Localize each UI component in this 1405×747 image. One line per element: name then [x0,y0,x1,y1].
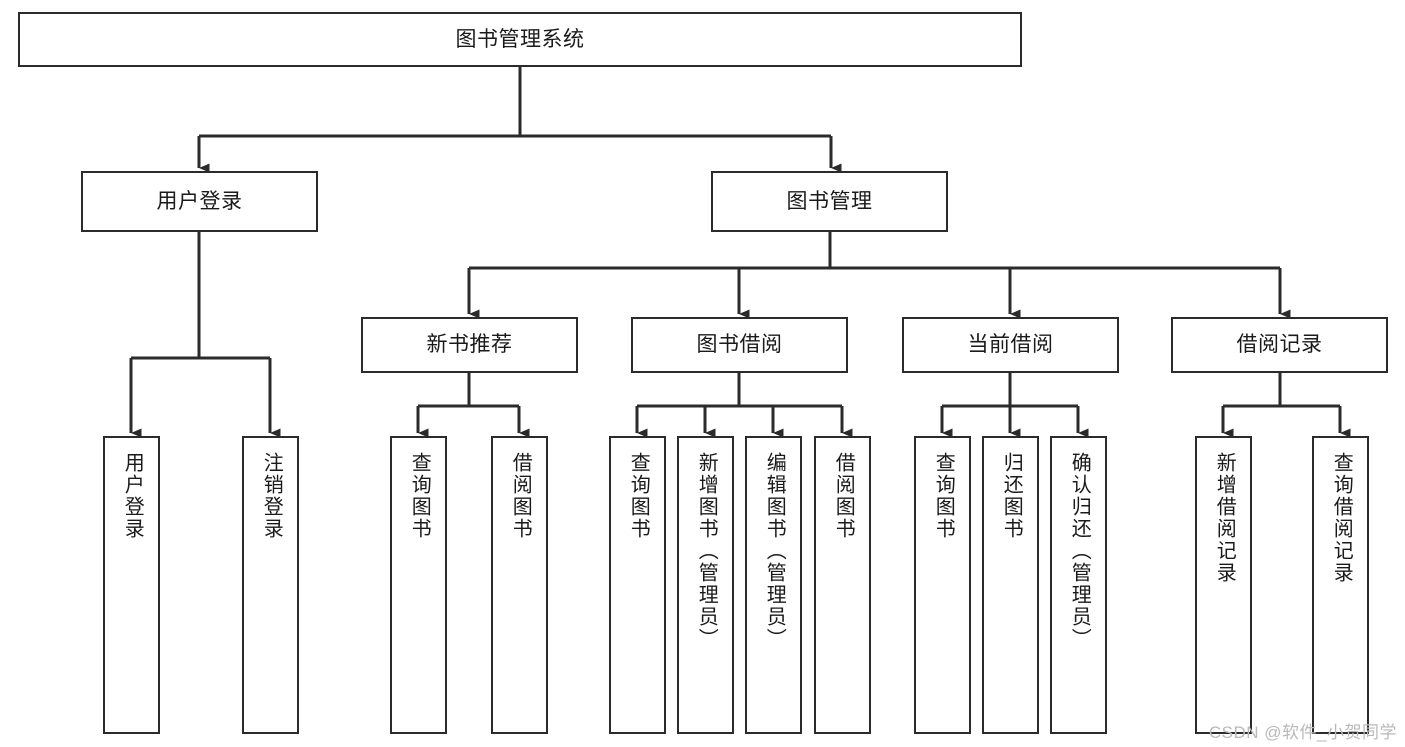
node-user-login[interactable]: 用户登录 [81,171,318,232]
node-root-label: 图书管理系统 [455,27,585,51]
leaf-label: 确认归还（管理员） [1068,452,1091,650]
node-root[interactable]: 图书管理系统 [18,12,1022,67]
leaf-label: 编辑图书（管理员） [763,452,786,650]
edge-book-manage-to-level3 [467,232,1291,319]
csdn-watermark: CSDN @软件_小贺同学 [1208,723,1397,742]
leaf-new-book-rec-1[interactable]: 借阅图书 [491,436,548,734]
node-current-borrow[interactable]: 当前借阅 [902,317,1119,373]
leaf-current-borrow-2[interactable]: 确认归还（管理员） [1050,436,1107,734]
node-borrow-record-label: 借阅记录 [1236,333,1323,357]
leaf-book-borrow-3[interactable]: 借阅图书 [814,436,871,734]
edge-new-book-rec-to-leaves [416,373,530,438]
leaf-book-borrow-2[interactable]: 编辑图书（管理员） [745,436,802,734]
leaf-current-borrow-1[interactable]: 归还图书 [982,436,1039,734]
node-borrow-record[interactable]: 借阅记录 [1171,317,1388,373]
leaf-current-borrow-0[interactable]: 查询图书 [914,436,971,734]
leaf-label: 查询图书 [408,452,431,540]
leaf-borrow-record-1[interactable]: 查询借阅记录 [1312,436,1369,734]
leaf-label: 借阅图书 [832,452,855,540]
edge-current-borrow-to-leaves [940,373,1089,438]
leaf-book-borrow-0[interactable]: 查询图书 [609,436,666,734]
leaf-label: 注销登录 [260,452,283,540]
node-book-manage-label: 图书管理 [786,189,873,213]
leaf-label: 归还图书 [1000,452,1023,540]
leaf-label: 用户登录 [121,452,144,540]
leaf-book-borrow-1[interactable]: 新增图书（管理员） [677,436,734,734]
node-user-login-label: 用户登录 [156,189,243,213]
edge-root-to-level2 [197,67,842,173]
node-new-book-rec-label: 新书推荐 [426,333,513,357]
edge-user-login-to-leaves [129,232,281,438]
leaf-user-login-0[interactable]: 用户登录 [103,436,160,734]
leaf-label: 查询图书 [627,452,650,540]
leaf-borrow-record-0[interactable]: 新增借阅记录 [1195,436,1252,734]
node-book-borrow-label: 图书借阅 [696,333,783,357]
node-book-manage[interactable]: 图书管理 [711,171,948,232]
node-current-borrow-label: 当前借阅 [967,333,1054,357]
edge-borrow-record-to-leaves [1221,373,1351,438]
leaf-user-login-1[interactable]: 注销登录 [242,436,299,734]
node-new-book-rec[interactable]: 新书推荐 [361,317,578,373]
node-book-borrow[interactable]: 图书借阅 [631,317,848,373]
leaf-label: 新增借阅记录 [1213,452,1236,584]
leaf-label: 查询借阅记录 [1330,452,1353,584]
leaf-label: 借阅图书 [509,452,532,540]
leaf-label: 新增图书（管理员） [695,452,718,650]
leaf-label: 查询图书 [932,452,955,540]
leaf-new-book-rec-0[interactable]: 查询图书 [390,436,447,734]
edge-book-borrow-to-leaves [635,373,853,438]
